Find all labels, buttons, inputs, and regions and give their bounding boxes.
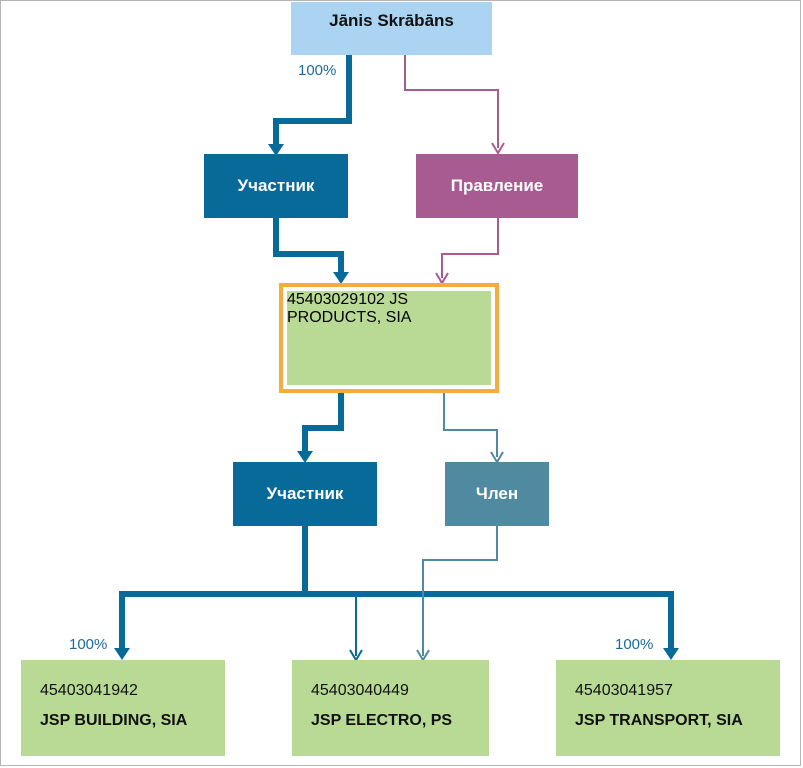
- subsidiary-name: JSP BUILDING, SIA: [40, 712, 188, 729]
- main-company-node[interactable]: 45403029102 JS PRODUCTS, SIA: [279, 283, 499, 393]
- role-member-bottom[interactable]: Участник: [233, 462, 377, 526]
- role-member-top-label: Участник: [237, 176, 315, 195]
- subsidiary-reg-no: 45403041942: [40, 682, 138, 699]
- arrowhead-board: [491, 142, 505, 155]
- edge-owner-to-member: [273, 55, 352, 148]
- subsidiary-transport[interactable]: 45403041957 JSP TRANSPORT, SIA: [556, 660, 780, 756]
- subsidiary-reg-no: 45403041957: [575, 682, 673, 699]
- share-label-transport: 100%: [615, 636, 654, 653]
- role-board[interactable]: Правление: [416, 154, 578, 218]
- share-label-building: 100%: [69, 636, 108, 653]
- subsidiary-building[interactable]: 45403041942 JSP BUILDING, SIA: [21, 660, 225, 756]
- main-company-reg-no: 45403029102: [287, 291, 385, 308]
- arrowhead-company-blue: [333, 272, 349, 284]
- edge-member-bus: [119, 526, 674, 652]
- share-label-owner: 100%: [298, 62, 337, 79]
- role-member-bottom-label: Участник: [266, 484, 344, 503]
- role-chlen-label: Член: [475, 484, 519, 503]
- arrowhead-transport: [663, 648, 679, 660]
- subsidiary-reg-no: 45403040449: [311, 682, 409, 699]
- owner-name: Jānis Skrābāns: [329, 11, 454, 30]
- edge-chlen-to-electro: [422, 526, 498, 656]
- arrowhead-building: [114, 648, 130, 660]
- subsidiary-name: JSP ELECTRO, PS: [311, 712, 453, 729]
- edge-owner-to-board: [404, 55, 499, 148]
- role-board-label: Правление: [450, 176, 544, 195]
- owner-node[interactable]: Jānis Skrābāns: [291, 2, 492, 55]
- subsidiary-electro[interactable]: 45403040449 JSP ELECTRO, PS: [292, 660, 489, 756]
- arrowhead-member-top: [268, 144, 284, 156]
- subsidiary-name: JSP TRANSPORT, SIA: [575, 712, 743, 729]
- main-company-fill: 45403029102 JS PRODUCTS, SIA: [287, 291, 491, 385]
- arrowhead-member-bottom: [297, 451, 313, 463]
- role-chlen[interactable]: Член: [445, 462, 549, 526]
- edge-company-to-chlen: [443, 393, 498, 457]
- edge-company-to-member: [302, 393, 344, 455]
- edge-member-to-company: [273, 218, 344, 276]
- role-member-top[interactable]: Участник: [204, 154, 348, 218]
- main-company-name: JS PRODUCTS, SIA: [287, 291, 412, 326]
- edge-board-to-company: [441, 218, 499, 278]
